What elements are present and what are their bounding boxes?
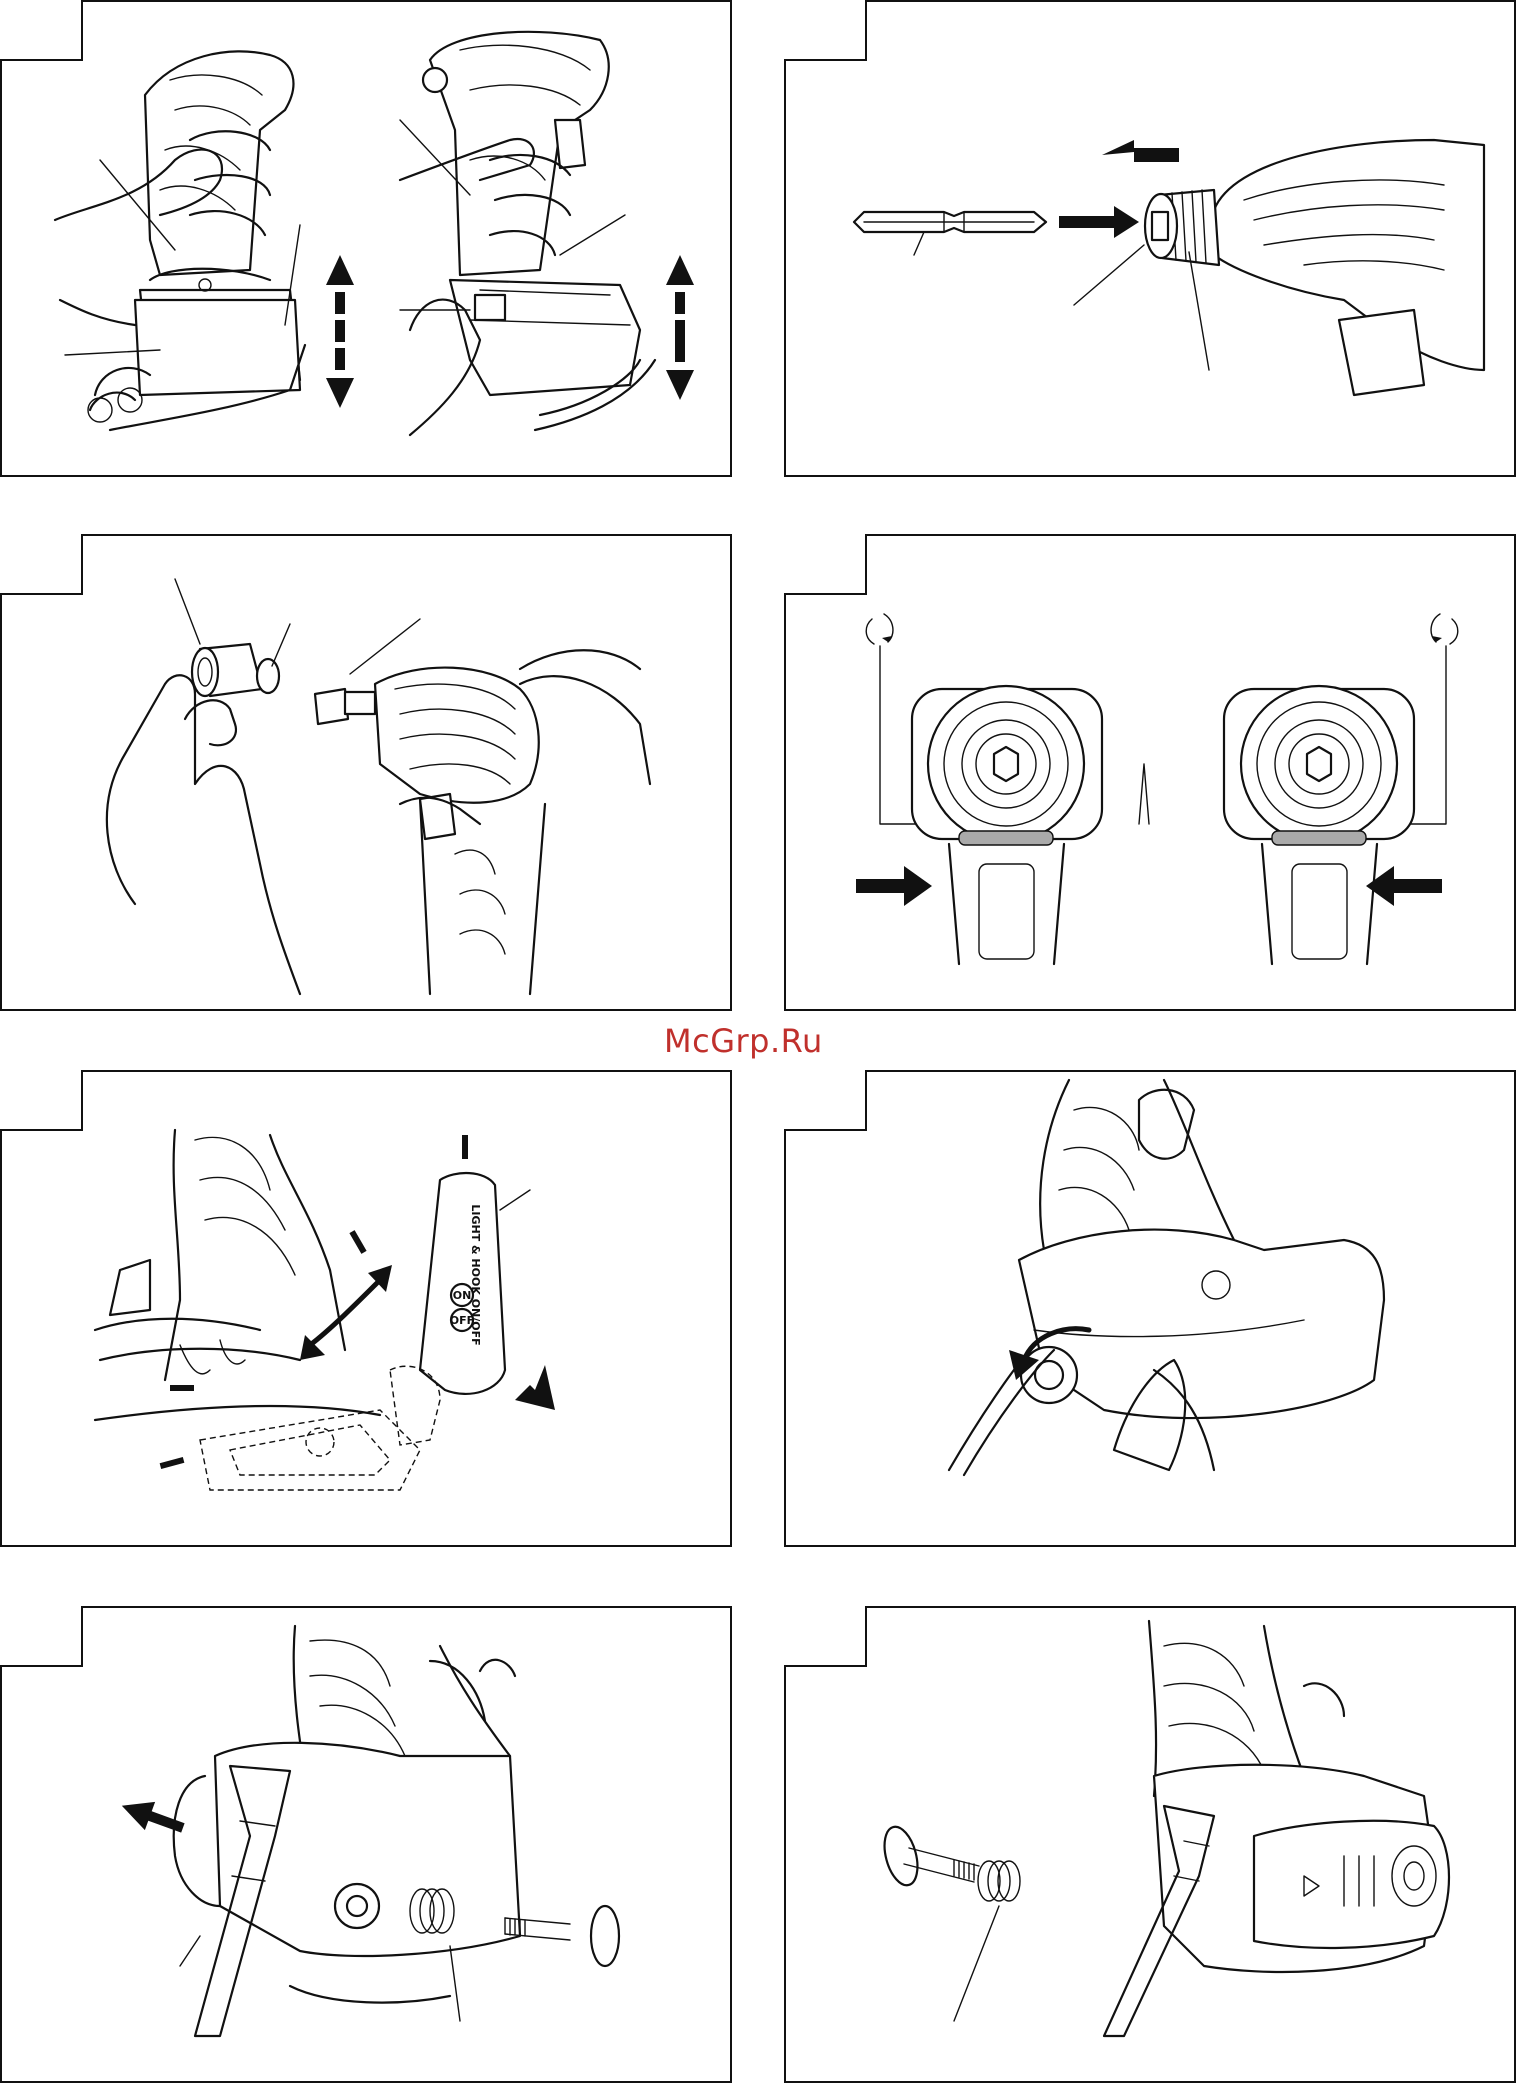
off-label: OFF — [450, 1314, 474, 1327]
figure-hook-install — [784, 1606, 1516, 2084]
screwdriver-hook-screw-illustration — [784, 1070, 1516, 1548]
watermark-text: McGrp.Ru — [664, 1022, 823, 1060]
light-hook-unit-illustration: LIGHT & HOOK ON/OFF ON OFF — [0, 1070, 732, 1548]
figure-battery-removal — [0, 0, 732, 478]
figure-reversing-switch — [784, 534, 1516, 1012]
reversing-lever-illustration — [784, 534, 1516, 1012]
hand-battery-release-illustration — [0, 0, 732, 478]
figure-hook-screw — [784, 1070, 1516, 1548]
figure-hook-remove — [0, 1606, 732, 2084]
hook-removal-illustration — [0, 1606, 732, 2084]
figure-light-hook: LIGHT & HOOK ON/OFF ON OFF — [0, 1070, 732, 1548]
hook-installation-illustration — [784, 1606, 1516, 2084]
figure-bit-insertion — [784, 0, 1516, 478]
on-label: ON — [453, 1289, 472, 1302]
socket-anvil-illustration — [0, 534, 732, 1012]
bit-holder-sleeve-illustration — [784, 0, 1516, 478]
figure-socket-adapter — [0, 534, 732, 1012]
